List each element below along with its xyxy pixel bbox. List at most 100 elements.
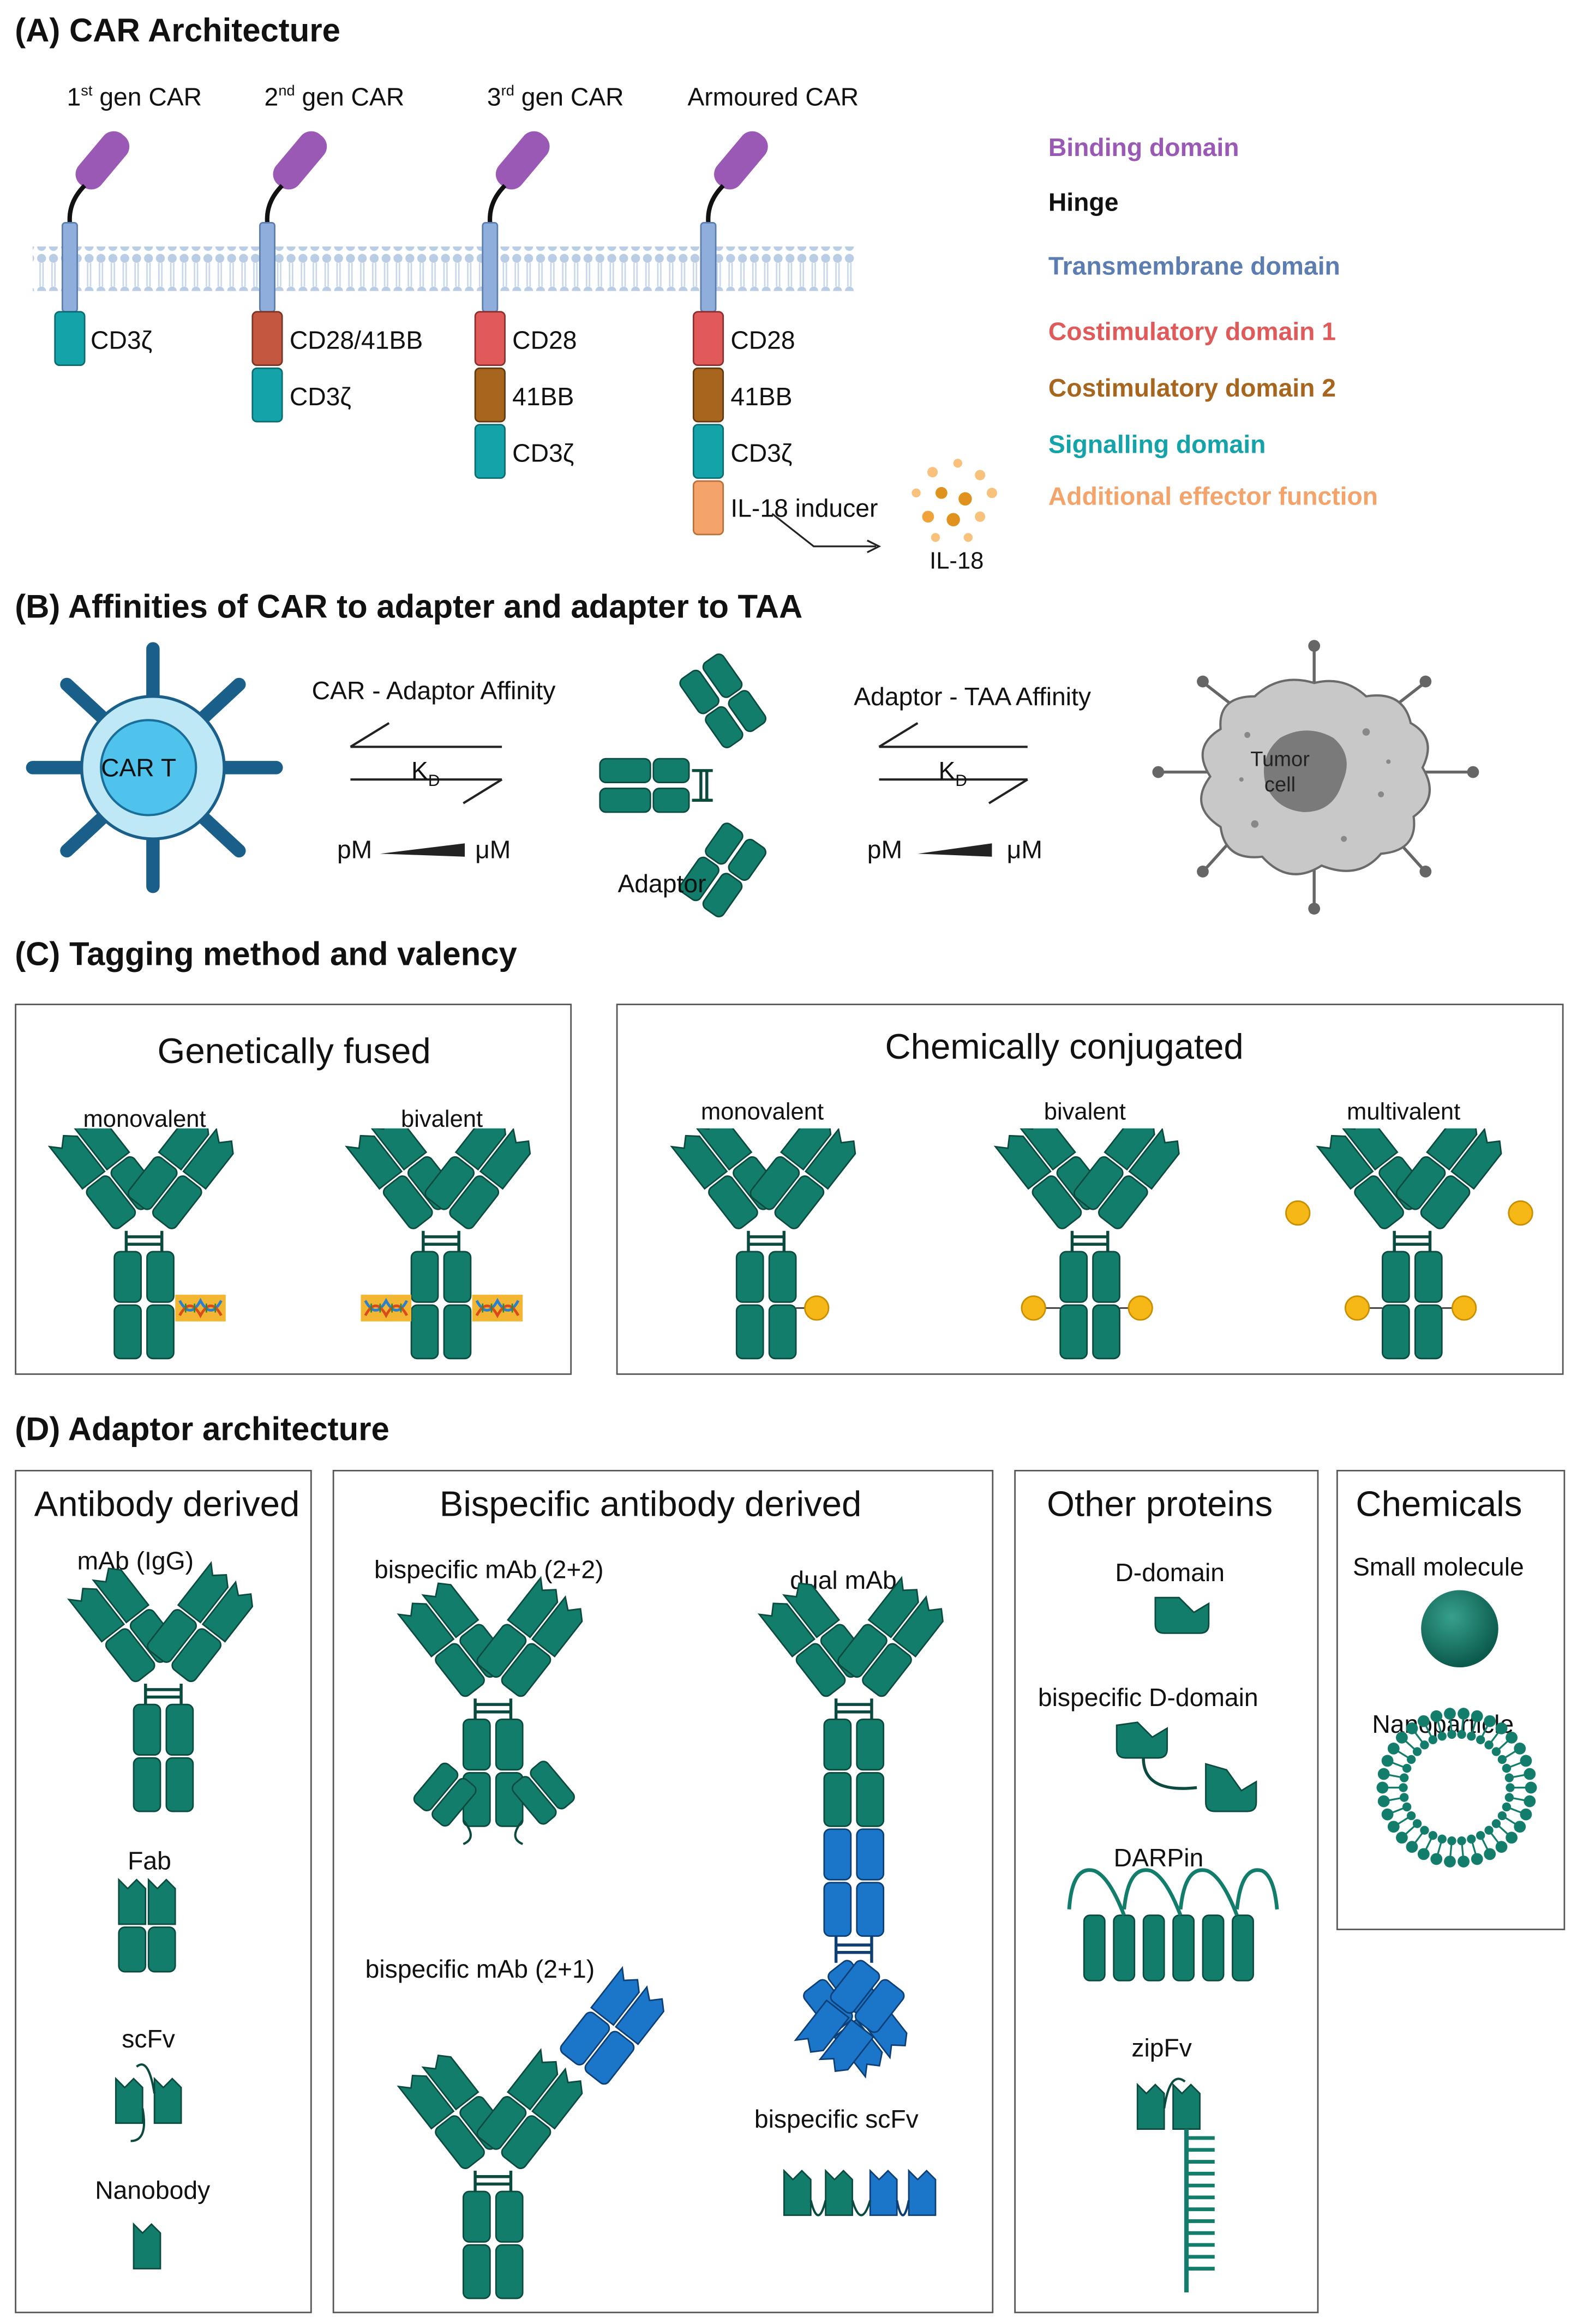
arm-il18-inducer-label: IL-18 inducer: [730, 494, 878, 523]
fab-shape: [118, 1878, 176, 1973]
bispecific-scfv-label: bispecific scFv: [754, 2105, 919, 2134]
antibody-derived-title: Antibody derived: [34, 1485, 300, 1525]
cc-monovalent-label: monovalent: [700, 1100, 824, 1126]
bs22-shape: [398, 1578, 587, 1845]
darpin-label: DARPin: [1113, 1843, 1204, 1872]
other-proteins-title: Other proteins: [1047, 1485, 1273, 1525]
il18-arrow: [771, 513, 877, 548]
d-domain-shape: [1154, 1596, 1210, 1634]
gen3-cd3z-label: CD3ζ: [512, 439, 574, 468]
small-molecule-label: Small molecule: [1352, 1553, 1524, 1582]
cc-bivalent-label: bivalent: [1044, 1100, 1126, 1126]
hinge-shape: [706, 184, 725, 223]
car-architecture-diagram: [32, 131, 997, 554]
equilibrium-arrows-right: [878, 722, 1028, 804]
transmembrane-shape: [61, 221, 78, 313]
gen3-41bb-label: 41BB: [512, 383, 574, 412]
darpin-shape: [1067, 1868, 1279, 1981]
section-d-title: (D) Adaptor architecture: [15, 1410, 389, 1448]
transmembrane-shape: [259, 221, 275, 313]
hinge-shape: [67, 184, 87, 223]
gen1-cd3z-label: CD3ζ: [91, 326, 153, 355]
transmembrane-shape: [482, 221, 499, 313]
car-gen3: [474, 131, 550, 479]
bispecific-title: Bispecific antibody derived: [439, 1485, 862, 1525]
legend-item: Signalling domain: [1048, 430, 1266, 459]
bispecific-d-domain-shape: [1116, 1721, 1257, 1812]
scfv-label: scFv: [122, 2025, 175, 2053]
gen2-costim-label: CD28/41BB: [289, 326, 423, 355]
cd28-shape: [692, 311, 724, 367]
binding-domain-shape: [714, 131, 768, 190]
bs21-shape: [398, 1966, 664, 2298]
fab-label: Fab: [128, 1847, 171, 1876]
gen3-label: 3rd gen CAR: [487, 83, 624, 112]
cc-bivalent-antibody: [996, 1128, 1185, 1359]
il18-label: IL-18: [930, 549, 984, 575]
car-adaptor-affinity-label: CAR - Adaptor Affinity: [311, 677, 556, 706]
chemically-conjugated-title: Chemically conjugated: [885, 1027, 1244, 1068]
adaptor-label: Adaptor: [617, 870, 706, 898]
gf-bivalent-label: bivalent: [400, 1107, 483, 1133]
cd3z-shape: [692, 424, 724, 479]
gen2-cd3z-label: CD3ζ: [289, 383, 351, 412]
um-left-label: μM: [475, 836, 511, 864]
mab-label: mAb (IgG): [77, 1547, 194, 1576]
41bb-shape: [692, 367, 724, 423]
zipfv-label: zipFv: [1131, 2034, 1192, 2063]
bispecific-scfv-shape: [783, 2169, 937, 2217]
pm-right-label: pM: [867, 836, 903, 864]
adaptor-taa-affinity-label: Adaptor - TAA Affinity: [854, 683, 1092, 711]
gf-monovalent-antibody: [50, 1128, 239, 1359]
arm-cd28-label: CD28: [730, 326, 795, 355]
legend-item: Costimulatory domain 1: [1048, 317, 1336, 346]
mab-shape: [69, 1563, 258, 1812]
affinity-wedge-right: [918, 843, 992, 857]
bs22-label: bispecific mAb (2+2): [374, 1556, 604, 1584]
genetically-fused-title: Genetically fused: [157, 1031, 431, 1072]
nanoparticle-shape: [1376, 1708, 1537, 1867]
section-b-title: (B) Affinities of CAR to adapter and ada…: [15, 588, 803, 626]
gf-bivalent-antibody: [346, 1128, 536, 1359]
kd-right-label: KD: [938, 757, 967, 791]
um-right-label: μM: [1006, 836, 1042, 864]
tagging-antibodies: [0, 1128, 1533, 1381]
affinity-wedge-left: [380, 843, 465, 857]
binding-domain-shape: [273, 131, 327, 190]
legend-item: Hinge: [1048, 188, 1119, 217]
legend-item: Costimulatory domain 2: [1048, 374, 1336, 403]
41bb-shape: [474, 367, 506, 423]
transmembrane-shape: [700, 221, 717, 313]
pm-left-label: pM: [337, 836, 373, 864]
il18-inducer-shape: [692, 480, 724, 536]
hinge-shape: [265, 184, 284, 223]
legend-item: Transmembrane domain: [1048, 252, 1340, 281]
d-domain-label: D-domain: [1115, 1559, 1225, 1588]
kd-left-label: KD: [411, 757, 440, 791]
cell-membrane: [32, 246, 857, 291]
car-t-label: CAR T: [101, 754, 177, 783]
cd3z-shape: [251, 367, 283, 423]
cc-multivalent-antibody: [1285, 1128, 1533, 1359]
zipfv-shape: [1136, 2077, 1215, 2293]
gen2-label: 2nd gen CAR: [264, 83, 405, 112]
bispecific-d-domain-label: bispecific D-domain: [1038, 1683, 1258, 1712]
gen3-cd28-label: CD28: [512, 326, 577, 355]
dual-mab-shape: [759, 1578, 949, 2079]
cc-monovalent-antibody: [671, 1128, 861, 1359]
affinity-diagram: [26, 640, 1479, 917]
binding-domain-shape: [75, 131, 130, 190]
tumor-cell: [1152, 640, 1479, 915]
adaptor-architecture-diagram: [0, 1470, 1537, 2316]
armoured-label: Armoured CAR: [687, 83, 859, 112]
adaptor-antibody: [599, 653, 767, 917]
legend-item: Additional effector function: [1048, 482, 1378, 511]
car-gen1: [54, 131, 130, 367]
cd3z-shape: [54, 311, 86, 367]
costim-shape: [251, 311, 283, 367]
section-a-title: (A) CAR Architecture: [15, 11, 340, 49]
chemicals-title: Chemicals: [1356, 1485, 1522, 1525]
cd3z-shape: [474, 424, 506, 479]
